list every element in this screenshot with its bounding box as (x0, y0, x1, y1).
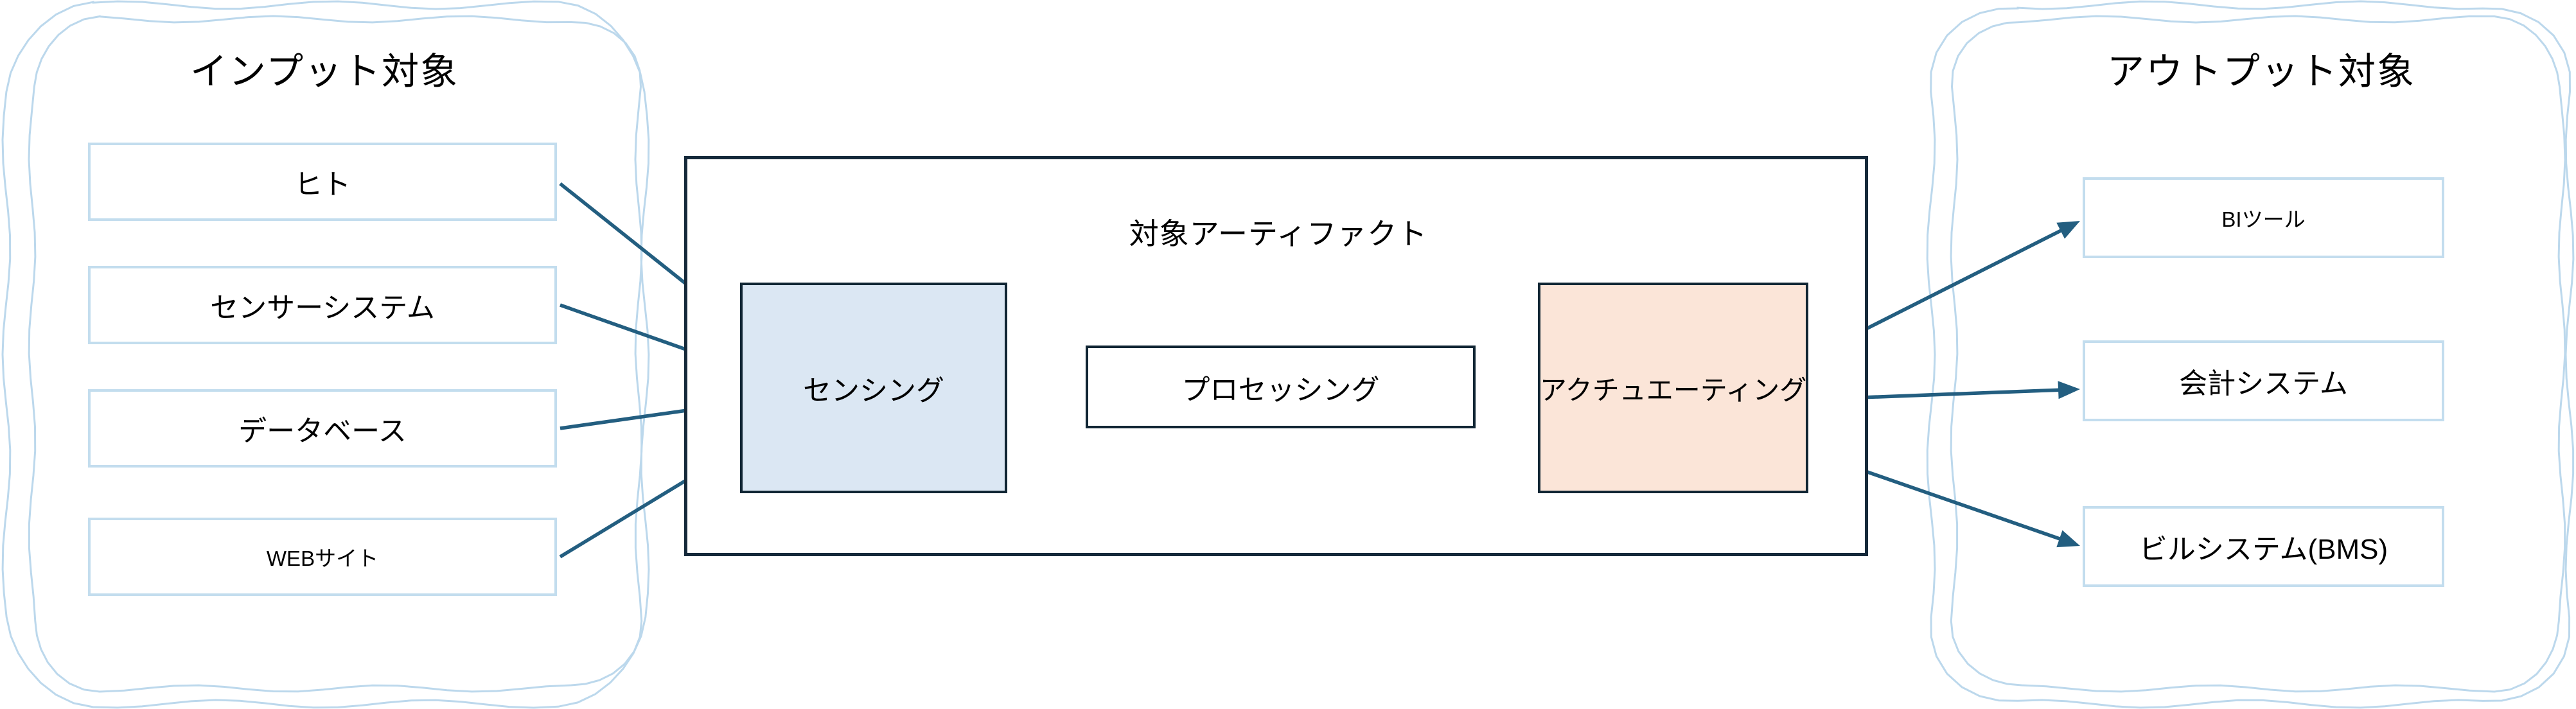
input-node-human: ヒト (88, 143, 557, 221)
input-node-human-label: ヒト (294, 169, 351, 200)
stage-node-sensing: センシング (740, 283, 1007, 493)
output-node-bi-tool-label: BIツール (2221, 207, 2306, 231)
stage-node-actuating-label: アクチュエーティング (1539, 374, 1807, 405)
stage-node-actuating: アクチュエーティング (1538, 283, 1808, 493)
input-node-sensor-system-label: センサーシステム (210, 292, 435, 324)
artifact-group-title: 対象アーティファクト (1129, 217, 1428, 250)
output-group-title: アウトプット対象 (2106, 51, 2415, 92)
stage-node-processing: プロセッシング (1086, 346, 1476, 428)
input-cloud-outer-outline (1, 0, 650, 709)
stage-node-sensing-label: センシング (803, 375, 944, 407)
input-cloud-inner-outline (28, 15, 643, 693)
output-node-bi-tool: BIツール (2083, 177, 2444, 258)
output-cloud-outer-outline (1926, 0, 2575, 709)
output-node-accounting-system: 会計システム (2083, 340, 2444, 421)
output-cloud-inner-outline (1950, 15, 2566, 693)
output-node-building-system: ビルシステム(BMS) (2083, 506, 2444, 587)
output-node-accounting-system-label: 会計システム (2179, 368, 2348, 399)
input-node-database-label: データベース (238, 416, 407, 447)
input-node-sensor-system: センサーシステム (88, 266, 557, 344)
input-node-web-site-label: WEBサイト (266, 547, 379, 570)
input-node-database: データベース (88, 389, 557, 468)
input-node-web-site: WEBサイト (88, 518, 557, 596)
output-node-building-system-label: ビルシステム(BMS) (2139, 534, 2388, 565)
input-group-title: インプット対象 (190, 51, 459, 92)
stage-node-processing-label: プロセッシング (1181, 374, 1380, 406)
